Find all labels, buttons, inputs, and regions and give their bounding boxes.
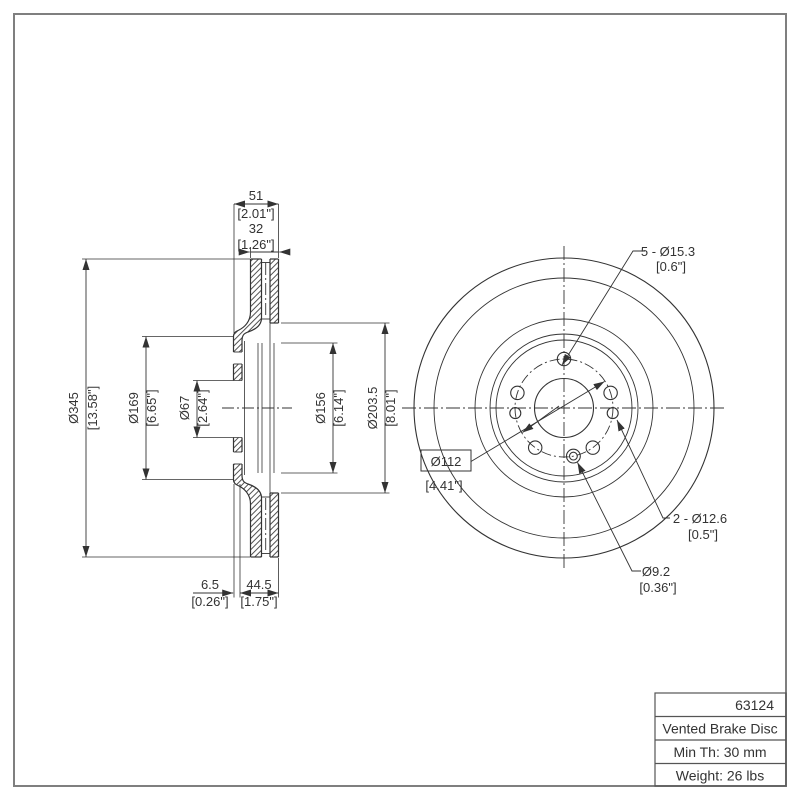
front-view [402, 246, 726, 572]
hat-dia-mm: Ø169 [126, 392, 141, 424]
section-centerlines [222, 263, 292, 553]
hat-depth-mm: 44.5 [246, 577, 271, 592]
bolt-holes-inches: [0.6"] [656, 259, 686, 274]
pin-holes-leader [616, 419, 670, 519]
vent-dia-mm: Ø156 [313, 392, 328, 424]
screw-hole-inches: [0.36"] [639, 580, 676, 595]
width-total-in: [2.01"] [237, 206, 274, 221]
set-screw-hole [565, 448, 581, 464]
extension-lines [82, 204, 390, 598]
section-view-labels: 51 [2.01"] 32 [1.26"] Ø345 [13.58"] Ø169… [66, 188, 398, 609]
friction-inner-dia-mm: Ø203.5 [365, 387, 380, 430]
min-thickness: Min Th: 30 mm [673, 744, 766, 760]
dimension-lines [82, 200, 389, 597]
bore-dia-in: [2.64"] [195, 389, 210, 426]
pin-holes-label: 2 - Ø12.6 [673, 511, 727, 526]
hat-depth-in: [1.75"] [240, 594, 277, 609]
bolt-circle-label-box [420, 449, 472, 472]
front-view-labels: 5 - Ø15.3 [0.6"] Ø112 [4.41"] 2 - Ø12.6 … [425, 244, 727, 595]
outer-dia-mm: Ø345 [66, 392, 81, 424]
weight: Weight: 26 lbs [676, 768, 764, 784]
bolt-holes-label: 5 - Ø15.3 [641, 244, 695, 259]
width-total-mm: 51 [249, 188, 263, 203]
screw-hole-label: Ø9.2 [642, 564, 670, 579]
drawing-frame [13, 13, 787, 787]
bolt-circle-inches: [4.41"] [425, 478, 462, 493]
screw-hole-leader [577, 462, 641, 572]
hat-dia-in: [6.65"] [144, 389, 159, 426]
hat-offset-in: [0.26"] [191, 594, 228, 609]
bolt-holes-leader [561, 250, 645, 366]
hat-offset-mm: 6.5 [201, 577, 219, 592]
bolt-circle-label: Ø112 [431, 454, 462, 469]
section-view [82, 200, 390, 598]
bolt-circle-leader-arrow2 [522, 405, 560, 433]
vent-dia-in: [6.14"] [331, 389, 346, 426]
friction-inner-dia-in: [8.01"] [383, 389, 398, 426]
part-number: 63124 [735, 697, 774, 713]
outer-dia-in: [13.58"] [85, 386, 100, 430]
section-outlines [232, 258, 280, 558]
plate-hole-cutouts [232, 352, 244, 464]
width-plates-mm: 32 [249, 221, 263, 236]
pin-holes-inches: [0.5"] [688, 527, 718, 542]
title-block: 63124 Vented Brake Disc Min Th: 30 mm We… [654, 692, 787, 787]
product-name: Vented Brake Disc [662, 721, 777, 737]
bore-dia-mm: Ø67 [177, 396, 192, 421]
width-plates-in: [1.26"] [237, 237, 274, 252]
